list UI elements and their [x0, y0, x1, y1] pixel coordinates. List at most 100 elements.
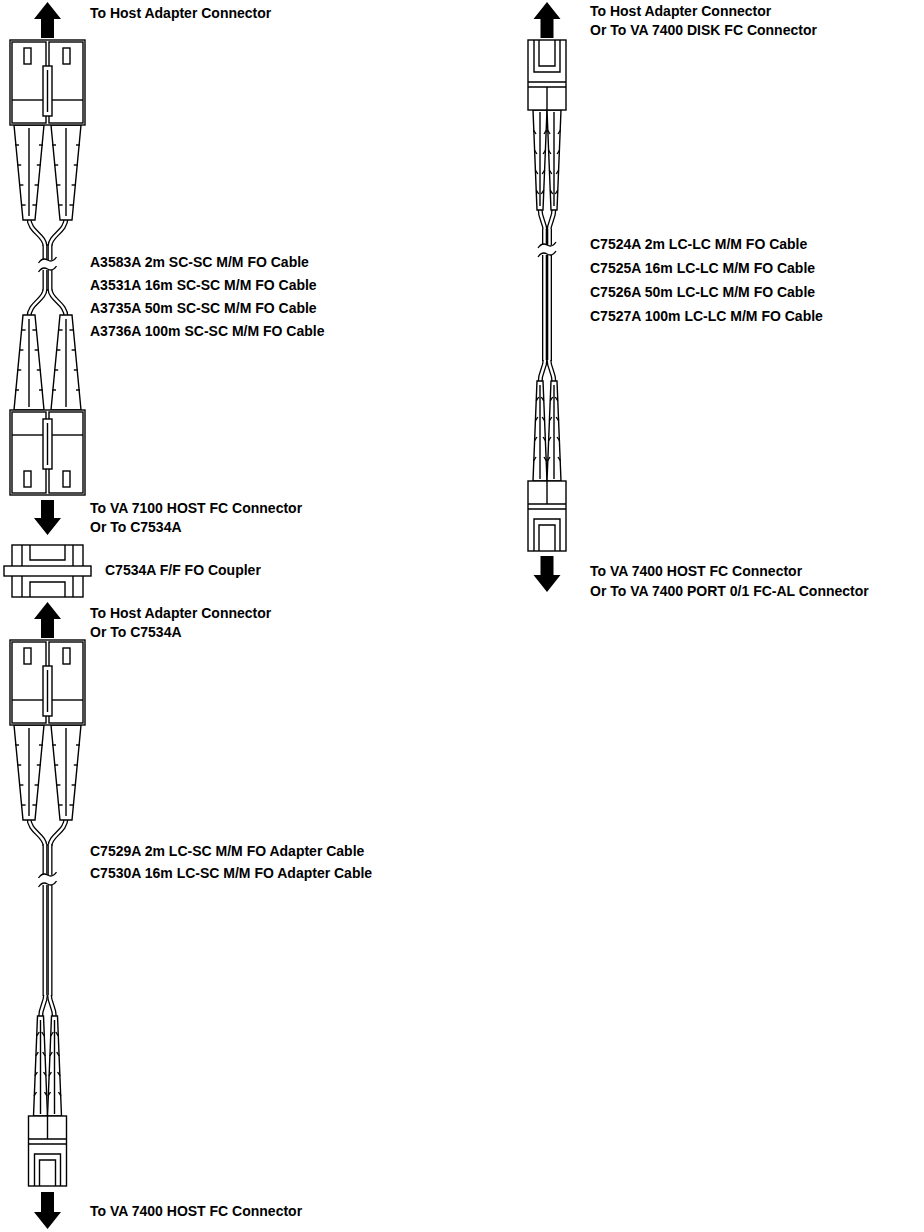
cable-name: A3736A 100m SC-SC M/M FO Cable [90, 323, 324, 340]
boot-rib [550, 190, 553, 194]
fiber-outline [43, 844, 48, 875]
boot-rib [534, 150, 537, 154]
boot-rib [48, 1092, 51, 1096]
sc-connector [10, 289, 85, 495]
boot-rib [32, 329, 36, 330]
boot-rib [58, 1072, 61, 1076]
boot-rib [74, 764, 78, 765]
lc-housing [29, 1116, 67, 1186]
fiber-outline [50, 818, 66, 846]
fiber-core [29, 818, 45, 846]
boot-rib [549, 170, 552, 174]
sc-connector [10, 40, 85, 246]
fiber-outline [540, 360, 545, 383]
boot-rib [59, 804, 63, 805]
lc-latch [534, 519, 560, 551]
boot-seam [539, 112, 540, 206]
ferrule-window [63, 648, 70, 664]
boot-rib [50, 1052, 53, 1056]
boot [547, 110, 561, 210]
boot-rib [76, 389, 80, 390]
housing-line [29, 1143, 67, 1144]
boot-rib [72, 349, 76, 350]
fiber-outline [549, 208, 554, 231]
boot-rib [557, 150, 560, 154]
boot-rib [536, 190, 539, 194]
boot-rib [542, 417, 545, 421]
cable-name: A3531A 16m SC-SC M/M FO Cable [90, 277, 317, 294]
boot-rib [35, 784, 39, 785]
boot [14, 125, 44, 220]
port-label: To VA 7100 HOST FC Connector [90, 500, 302, 517]
boot-rib [56, 1032, 59, 1036]
fiber-core [548, 255, 550, 361]
fiber-outline [50, 995, 55, 1018]
fiber-outline [29, 289, 45, 317]
boot [51, 125, 81, 220]
fiber-outline [41, 995, 46, 1018]
cable-name: C7529A 2m LC-SC M/M FO Adapter Cable [90, 843, 364, 860]
boot-rib [22, 804, 26, 805]
break-mark [538, 242, 556, 248]
direction-arrow [34, 602, 61, 638]
boot-rib [37, 369, 41, 370]
boot-rib [535, 417, 538, 421]
housing-line [528, 508, 566, 509]
boot [51, 725, 81, 820]
boot-rib [541, 397, 544, 401]
port-label: Or To C7534A [90, 519, 182, 536]
ferrule-window [24, 48, 31, 64]
housing-line [546, 481, 547, 504]
lc-latch [40, 1160, 56, 1186]
lc-connector [528, 360, 566, 551]
cable-name: C7527A 100m LC-LC M/M FO Cable [590, 308, 823, 325]
housing-line [546, 87, 547, 110]
clip-line [47, 670, 48, 712]
fiber-core [549, 208, 554, 231]
boot [533, 381, 547, 481]
boot-rib [548, 457, 551, 461]
boot-rib [35, 184, 39, 185]
boot-rib [548, 150, 551, 154]
boot-rib [536, 397, 539, 401]
body-line [52, 99, 83, 100]
boot-seam [54, 1020, 55, 1114]
boot-rib [19, 784, 23, 785]
center-clip [43, 66, 52, 116]
boot-rib [556, 170, 559, 174]
lc-latch [534, 40, 560, 72]
fiber-core [29, 289, 45, 317]
fiber-outline [48, 270, 53, 291]
boot-rib [72, 184, 76, 185]
boot-rib [15, 744, 19, 745]
fiber-outline [29, 218, 45, 246]
boot-rib [15, 389, 19, 390]
lc-latch [539, 40, 555, 66]
boot-rib [54, 164, 58, 165]
boot-rib [534, 437, 537, 441]
boot-seam [553, 112, 554, 206]
sc-body [12, 412, 46, 493]
boot-rib [19, 184, 23, 185]
boot-rib [52, 744, 56, 745]
boot-rib [555, 397, 558, 401]
ferrule-window [63, 471, 70, 487]
direction-arrow [534, 556, 561, 592]
boot-rib [59, 329, 63, 330]
fiber-outline [549, 360, 554, 383]
boot-rib [39, 744, 43, 745]
boot-rib [35, 349, 39, 350]
fiber-outline [547, 255, 552, 361]
lc-connector [528, 40, 566, 231]
fiber-outline [43, 270, 48, 291]
direction-arrow [534, 2, 561, 38]
fiber-core [49, 885, 51, 996]
boot-rib [534, 130, 537, 134]
fiber-outline [540, 208, 545, 231]
boot-rib [549, 417, 552, 421]
cable-name: A3735A 50m SC-SC M/M FO Cable [90, 300, 317, 317]
fiber-core [50, 289, 66, 317]
port-label: Or To C7534A [90, 624, 182, 641]
boot-seam [28, 728, 29, 816]
boot-rib [69, 329, 73, 330]
